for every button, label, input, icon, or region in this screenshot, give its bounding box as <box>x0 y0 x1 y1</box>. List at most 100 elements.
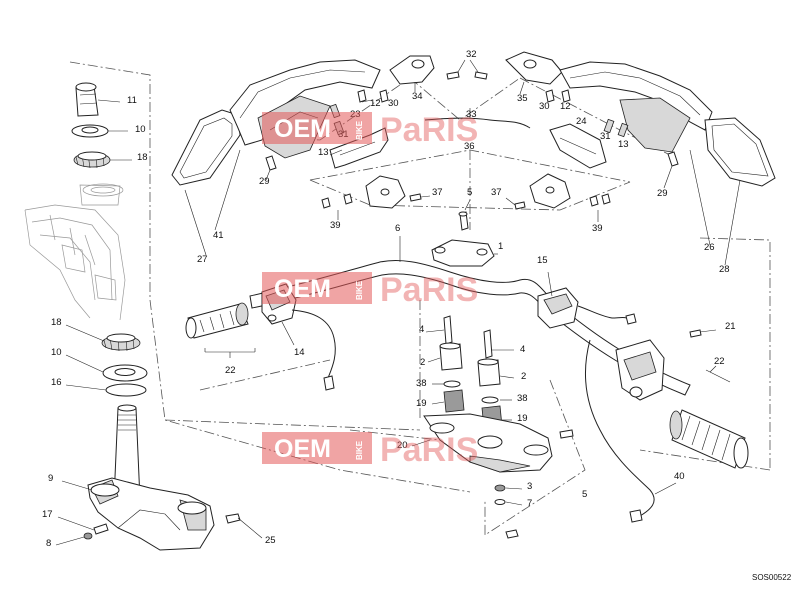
bearing-18-lower <box>65 324 141 352</box>
clamp-35 <box>505 51 563 95</box>
part-callout-5: 5 <box>582 489 587 500</box>
part-callout-36: 36 <box>464 141 475 152</box>
clamp-34 <box>389 55 435 92</box>
steering-nut-11 <box>75 82 121 117</box>
part-callout-25: 25 <box>265 535 276 546</box>
part-callout-4: 4 <box>520 344 525 355</box>
stem-ring-ghost <box>82 183 124 197</box>
watermark-oem-text: OEM <box>274 275 331 303</box>
bolts-39-left <box>321 193 353 220</box>
part-callout-30: 30 <box>539 101 550 112</box>
part-callout-37: 37 <box>491 187 502 198</box>
part-callout-7: 7 <box>527 498 532 509</box>
part-callout-11: 11 <box>127 95 137 106</box>
frame-ghost-outline <box>24 184 126 321</box>
part-callout-30: 30 <box>388 98 399 109</box>
bolts-3-7-5 <box>494 429 574 539</box>
part-callout-33: 33 <box>466 109 477 120</box>
part-callout-21: 21 <box>725 321 736 332</box>
watermark-oem-text: OEM <box>274 115 331 143</box>
watermark-paris-text: PaRIS <box>380 111 478 149</box>
part-callout-19: 19 <box>416 398 427 409</box>
part-callout-13: 13 <box>318 147 329 158</box>
bolt-25 <box>225 513 263 539</box>
bolts-39-right <box>589 193 611 222</box>
part-callout-14: 14 <box>294 347 305 358</box>
screws-12-30-right <box>545 89 571 103</box>
part-callout-16: 16 <box>51 377 62 388</box>
part-callout-35: 35 <box>517 93 528 104</box>
part-callout-5: 5 <box>467 187 472 198</box>
part-callout-38: 38 <box>416 378 427 389</box>
handlebar-6 <box>249 236 691 396</box>
bolts-32 <box>446 59 488 80</box>
part-callout-41: 41 <box>213 230 224 241</box>
part-callout-38: 38 <box>517 393 528 404</box>
part-callout-37: 37 <box>432 187 443 198</box>
part-callout-4: 4 <box>419 324 424 335</box>
oem-bike-paris-watermark-middle: OEM BIKE PaRIS <box>262 271 478 309</box>
part-callout-9: 9 <box>48 473 53 484</box>
part-callout-2: 2 <box>521 371 526 382</box>
throttle-housing <box>615 329 717 401</box>
part-callout-39: 39 <box>592 223 603 234</box>
part-callout-20: 20 <box>397 440 408 451</box>
top-clamp-1 <box>431 239 498 267</box>
oem-bike-paris-watermark-bottom: OEM BIKE PaRIS <box>262 431 478 469</box>
part-callout-13: 13 <box>618 139 629 150</box>
part-callout-15: 15 <box>537 255 548 266</box>
part-callout-39: 39 <box>330 220 341 231</box>
part-callout-3: 3 <box>527 481 532 492</box>
riser-stack-left <box>425 315 465 413</box>
steering-stem-9 <box>61 404 215 551</box>
watermark-bike-text: BIKE <box>355 440 364 460</box>
dust-seal-16 <box>65 383 147 397</box>
right-mirror-28 <box>704 117 776 266</box>
part-callout-32: 32 <box>466 49 477 60</box>
part-callout-12: 12 <box>560 101 571 112</box>
part-callout-10: 10 <box>135 124 146 135</box>
bolt-5-top <box>458 199 471 231</box>
riser-stack-right <box>477 329 515 429</box>
bracket-36-left <box>365 175 406 209</box>
part-callout-28: 28 <box>719 264 730 275</box>
watermark-paris-text: PaRIS <box>380 431 478 469</box>
bracket-36-right <box>529 173 571 209</box>
diagram-code: SOS00522 <box>752 573 792 582</box>
throttle-cable-40 <box>584 339 677 523</box>
part-callout-22: 22 <box>225 365 236 376</box>
right-bracket-24 <box>549 118 629 169</box>
right-grip-22 <box>669 365 749 469</box>
cable-33 <box>424 108 531 129</box>
part-callout-6: 6 <box>395 223 400 234</box>
watermark-oem-text: OEM <box>274 435 331 463</box>
bolt-17 <box>57 516 109 535</box>
bolt-29-left <box>265 155 277 181</box>
bolt-29-right <box>663 151 679 189</box>
bolt-37-right <box>505 197 526 210</box>
part-callout-18: 18 <box>137 152 148 163</box>
part-callout-12: 12 <box>370 98 381 109</box>
oem-bike-paris-watermark-top: OEM BIKE PaRIS <box>262 111 478 149</box>
watermark-paris-text: PaRIS <box>380 271 478 309</box>
part-callout-31: 31 <box>600 131 611 142</box>
part-callout-29: 29 <box>259 176 270 187</box>
part-callout-8: 8 <box>46 538 51 549</box>
part-callout-1: 1 <box>498 241 503 252</box>
part-callout-22: 22 <box>714 356 725 367</box>
part-callout-27: 27 <box>197 254 208 265</box>
part-callout-17: 17 <box>42 509 53 520</box>
bearing-18-upper <box>73 151 132 169</box>
washer-10-lower <box>65 354 148 382</box>
right-switch-15 <box>537 271 637 329</box>
part-callout-19: 19 <box>517 413 528 424</box>
part-callout-10: 10 <box>51 347 62 358</box>
part-callout-29: 29 <box>657 188 668 199</box>
part-callout-40: 40 <box>674 471 685 482</box>
top-triple-clamp-20 <box>411 413 553 473</box>
part-callout-2: 2 <box>420 357 425 368</box>
screws-12-30-left <box>357 89 389 103</box>
watermark-bike-text: BIKE <box>355 280 364 300</box>
